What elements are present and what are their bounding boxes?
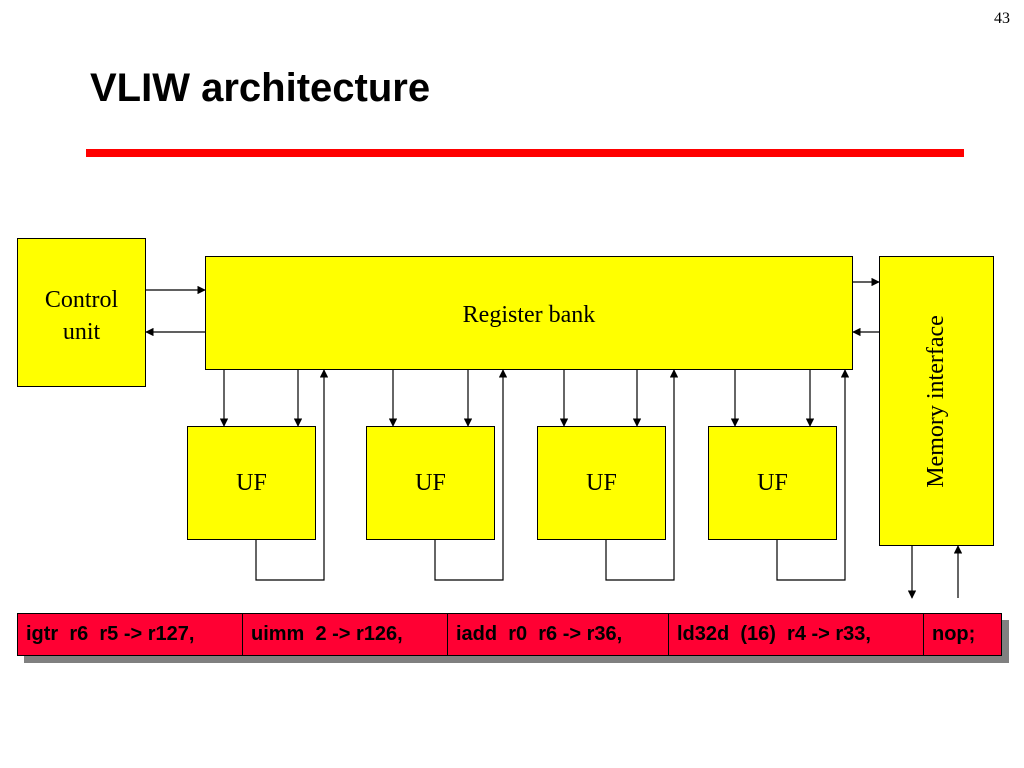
register-bank-label: Register bank bbox=[462, 302, 596, 328]
functional-unit-label: UF bbox=[415, 469, 446, 496]
feedback-uf4 bbox=[776, 369, 850, 581]
instruction-slot-2: uimm 2 -> r126, bbox=[243, 614, 448, 655]
functional-unit-label: UF bbox=[236, 469, 267, 496]
slide-title: VLIW architecture bbox=[90, 66, 431, 110]
control-unit-label-line2: unit bbox=[62, 319, 101, 345]
control-unit-label-line1: Control bbox=[44, 287, 119, 313]
functional-unit-label: UF bbox=[757, 469, 788, 496]
instruction-slot-4: ld32d (16) r4 -> r33, bbox=[669, 614, 924, 655]
feedback-uf3 bbox=[605, 369, 679, 581]
instruction-slot-5: nop; bbox=[932, 623, 976, 645]
instruction-word: igtr r6 r5 -> r127, uimm 2 -> r126, iadd… bbox=[17, 613, 1002, 656]
functional-unit-1: UF bbox=[187, 426, 316, 540]
page-number: 43 bbox=[994, 10, 1010, 27]
register-bank-box: Register bank bbox=[205, 256, 853, 370]
feedback-uf1 bbox=[255, 369, 329, 581]
title-underline bbox=[86, 149, 964, 157]
memory-interface-box: Memory interface bbox=[879, 256, 994, 546]
functional-unit-label: UF bbox=[586, 469, 617, 496]
instruction-slot-1: igtr r6 r5 -> r127, bbox=[18, 614, 243, 655]
control-unit-box: Control unit bbox=[17, 238, 146, 387]
functional-unit-2: UF bbox=[366, 426, 495, 540]
feedback-uf2 bbox=[434, 369, 508, 581]
instruction-slot-3: iadd r0 r6 -> r36, bbox=[448, 614, 669, 655]
functional-unit-3: UF bbox=[537, 426, 666, 540]
functional-unit-4: UF bbox=[708, 426, 837, 540]
